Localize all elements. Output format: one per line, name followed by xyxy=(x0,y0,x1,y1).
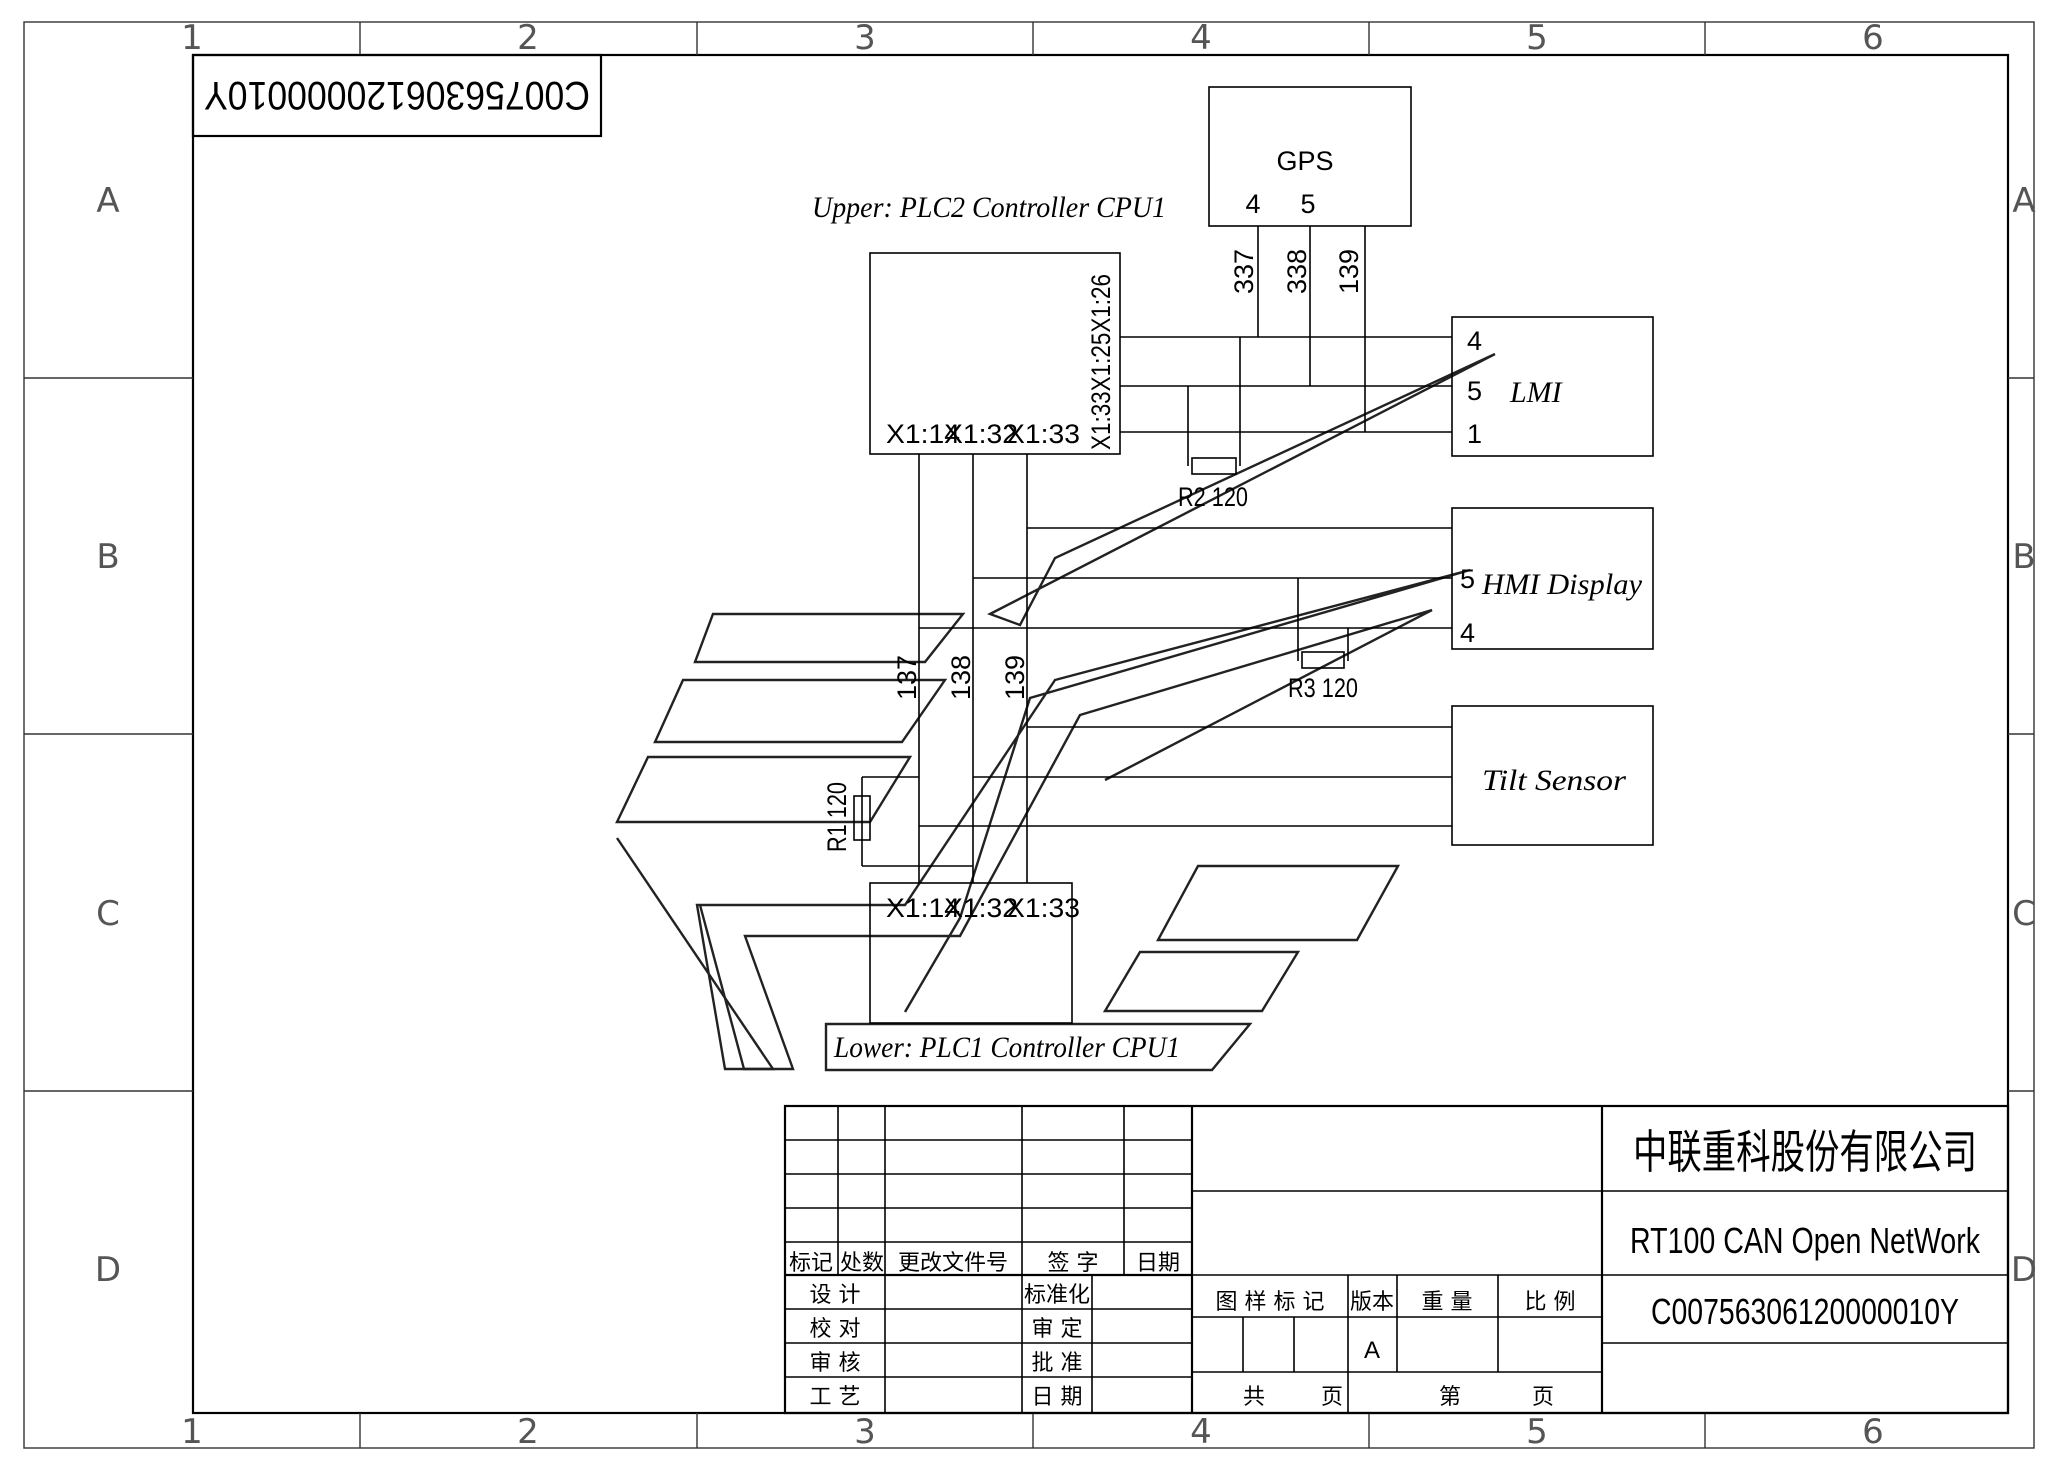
label-design: 设 计 xyxy=(810,1283,861,1308)
col-label-2-bottom: 2 xyxy=(517,1412,539,1452)
stamp-box xyxy=(191,53,603,138)
row-label-d-right: D xyxy=(2011,1250,2037,1290)
label-standardize: 标准化 xyxy=(1024,1283,1090,1308)
wire-label-139-top: 139 xyxy=(1334,249,1364,294)
sheet-page-label: 页 xyxy=(1532,1385,1554,1410)
rev-header-mark: 标记 xyxy=(789,1251,833,1276)
rev-header-doc: 更改文件号 xyxy=(898,1251,1008,1276)
can-bus-wiring xyxy=(853,226,1452,883)
lower-pin-x1-32: X1:32 xyxy=(944,893,1018,923)
info-header-version: 版本 xyxy=(1350,1290,1394,1315)
resistor-r1 xyxy=(853,795,871,841)
label-review: 审 核 xyxy=(810,1351,861,1376)
col-label-6-bottom: 6 xyxy=(1862,1412,1884,1452)
row-label-b: B xyxy=(96,537,119,577)
zoomlion-watermark-logo xyxy=(615,352,1496,1072)
col-label-6: 6 xyxy=(1862,18,1884,58)
tilt-sensor-box xyxy=(1451,705,1654,846)
rev-header-count: 处数 xyxy=(840,1251,884,1276)
wire-label-137: 137 xyxy=(892,655,922,700)
version-value: A xyxy=(1364,1337,1380,1364)
rev-header-date: 日期 xyxy=(1136,1251,1180,1276)
col-label-4-bottom: 4 xyxy=(1190,1412,1212,1452)
lmi-pin-5: 5 xyxy=(1467,376,1482,406)
hmi-pin-4: 4 xyxy=(1460,618,1475,648)
info-header-weight: 重 量 xyxy=(1422,1290,1473,1315)
upper-plc-title: Upper: PLC2 Controller CPU1 xyxy=(812,191,1166,224)
label-check: 校 对 xyxy=(810,1317,861,1342)
total-pages-label: 页 xyxy=(1321,1385,1343,1410)
label-approve: 批 准 xyxy=(1032,1351,1083,1376)
row-label-c: C xyxy=(96,894,120,934)
gps-label: GPS xyxy=(1276,146,1333,176)
resistor-r2 xyxy=(1191,457,1237,475)
upper-pin-x1-14: X1:14 xyxy=(886,419,960,449)
wire-label-138: 138 xyxy=(946,655,976,700)
wire-label-337: 337 xyxy=(1229,249,1259,294)
drawing-title: RT100 CAN Open NetWork xyxy=(1630,1220,1981,1261)
upper-plc-box xyxy=(869,252,1121,455)
wire-label-139-bottom: 139 xyxy=(1000,655,1030,700)
title-block xyxy=(783,1104,2010,1415)
sheet-label: 第 xyxy=(1439,1385,1461,1410)
info-header-sample-mark: 图 样 标 记 xyxy=(1216,1290,1325,1315)
drawing-number: C00756306120000010Y xyxy=(1651,1291,1959,1332)
gps-pin-5: 5 xyxy=(1300,189,1315,219)
lower-pin-x1-14: X1:14 xyxy=(886,893,960,923)
resistor-r1-label: R1 120 xyxy=(822,782,852,852)
col-label-3-bottom: 3 xyxy=(854,1412,876,1452)
hmi-label: HMI Display xyxy=(1481,568,1643,601)
lower-plc-box xyxy=(869,882,1073,1024)
col-label-4: 4 xyxy=(1190,18,1212,58)
upside-down-drawing-number: C00756306120000010Y xyxy=(204,73,590,117)
total-label: 共 xyxy=(1243,1385,1265,1410)
row-label-a-right: A xyxy=(2012,181,2035,221)
hmi-pin-5: 5 xyxy=(1460,564,1475,594)
row-label-d: D xyxy=(95,1250,121,1290)
row-label-b-right: B xyxy=(2012,537,2035,577)
col-label-5: 5 xyxy=(1526,18,1548,58)
company-name: 中联重科股份有限公司 xyxy=(1633,1125,1977,1179)
wire-label-338: 338 xyxy=(1282,249,1312,294)
lmi-label: LMI xyxy=(1509,376,1564,409)
label-process: 工 艺 xyxy=(810,1385,861,1410)
label-date: 日 期 xyxy=(1032,1385,1083,1410)
upper-pin-x1-32: X1:32 xyxy=(944,419,1018,449)
lmi-pin-1: 1 xyxy=(1467,419,1482,449)
upper-pin-x1-33: X1:33 xyxy=(1006,419,1080,449)
col-label-3: 3 xyxy=(854,18,876,58)
lower-plc-title: Lower: PLC1 Controller CPU1 xyxy=(833,1031,1180,1064)
col-label-2: 2 xyxy=(517,18,539,58)
row-label-c-right: C xyxy=(2012,894,2036,934)
label-approve-review: 审 定 xyxy=(1032,1317,1083,1342)
upper-pins-right: X1:33X1:25X1:26 xyxy=(1086,274,1116,450)
col-label-5-bottom: 5 xyxy=(1526,1412,1548,1452)
info-header-scale: 比 例 xyxy=(1525,1290,1576,1315)
lmi-pin-4: 4 xyxy=(1467,326,1482,356)
tilt-sensor-label: Tilt Sensor xyxy=(1482,764,1626,797)
rev-header-sign: 签 字 xyxy=(1048,1251,1099,1276)
lower-pin-x1-33: X1:33 xyxy=(1006,893,1080,923)
resistor-r2-label: R2 120 xyxy=(1178,482,1248,512)
resistor-r3-label: R3 120 xyxy=(1288,673,1358,703)
col-label-1-bottom: 1 xyxy=(181,1412,203,1452)
row-label-a: A xyxy=(96,181,119,221)
resistor-r3 xyxy=(1301,651,1345,669)
gps-pin-4: 4 xyxy=(1245,189,1260,219)
col-label-1: 1 xyxy=(181,18,203,58)
